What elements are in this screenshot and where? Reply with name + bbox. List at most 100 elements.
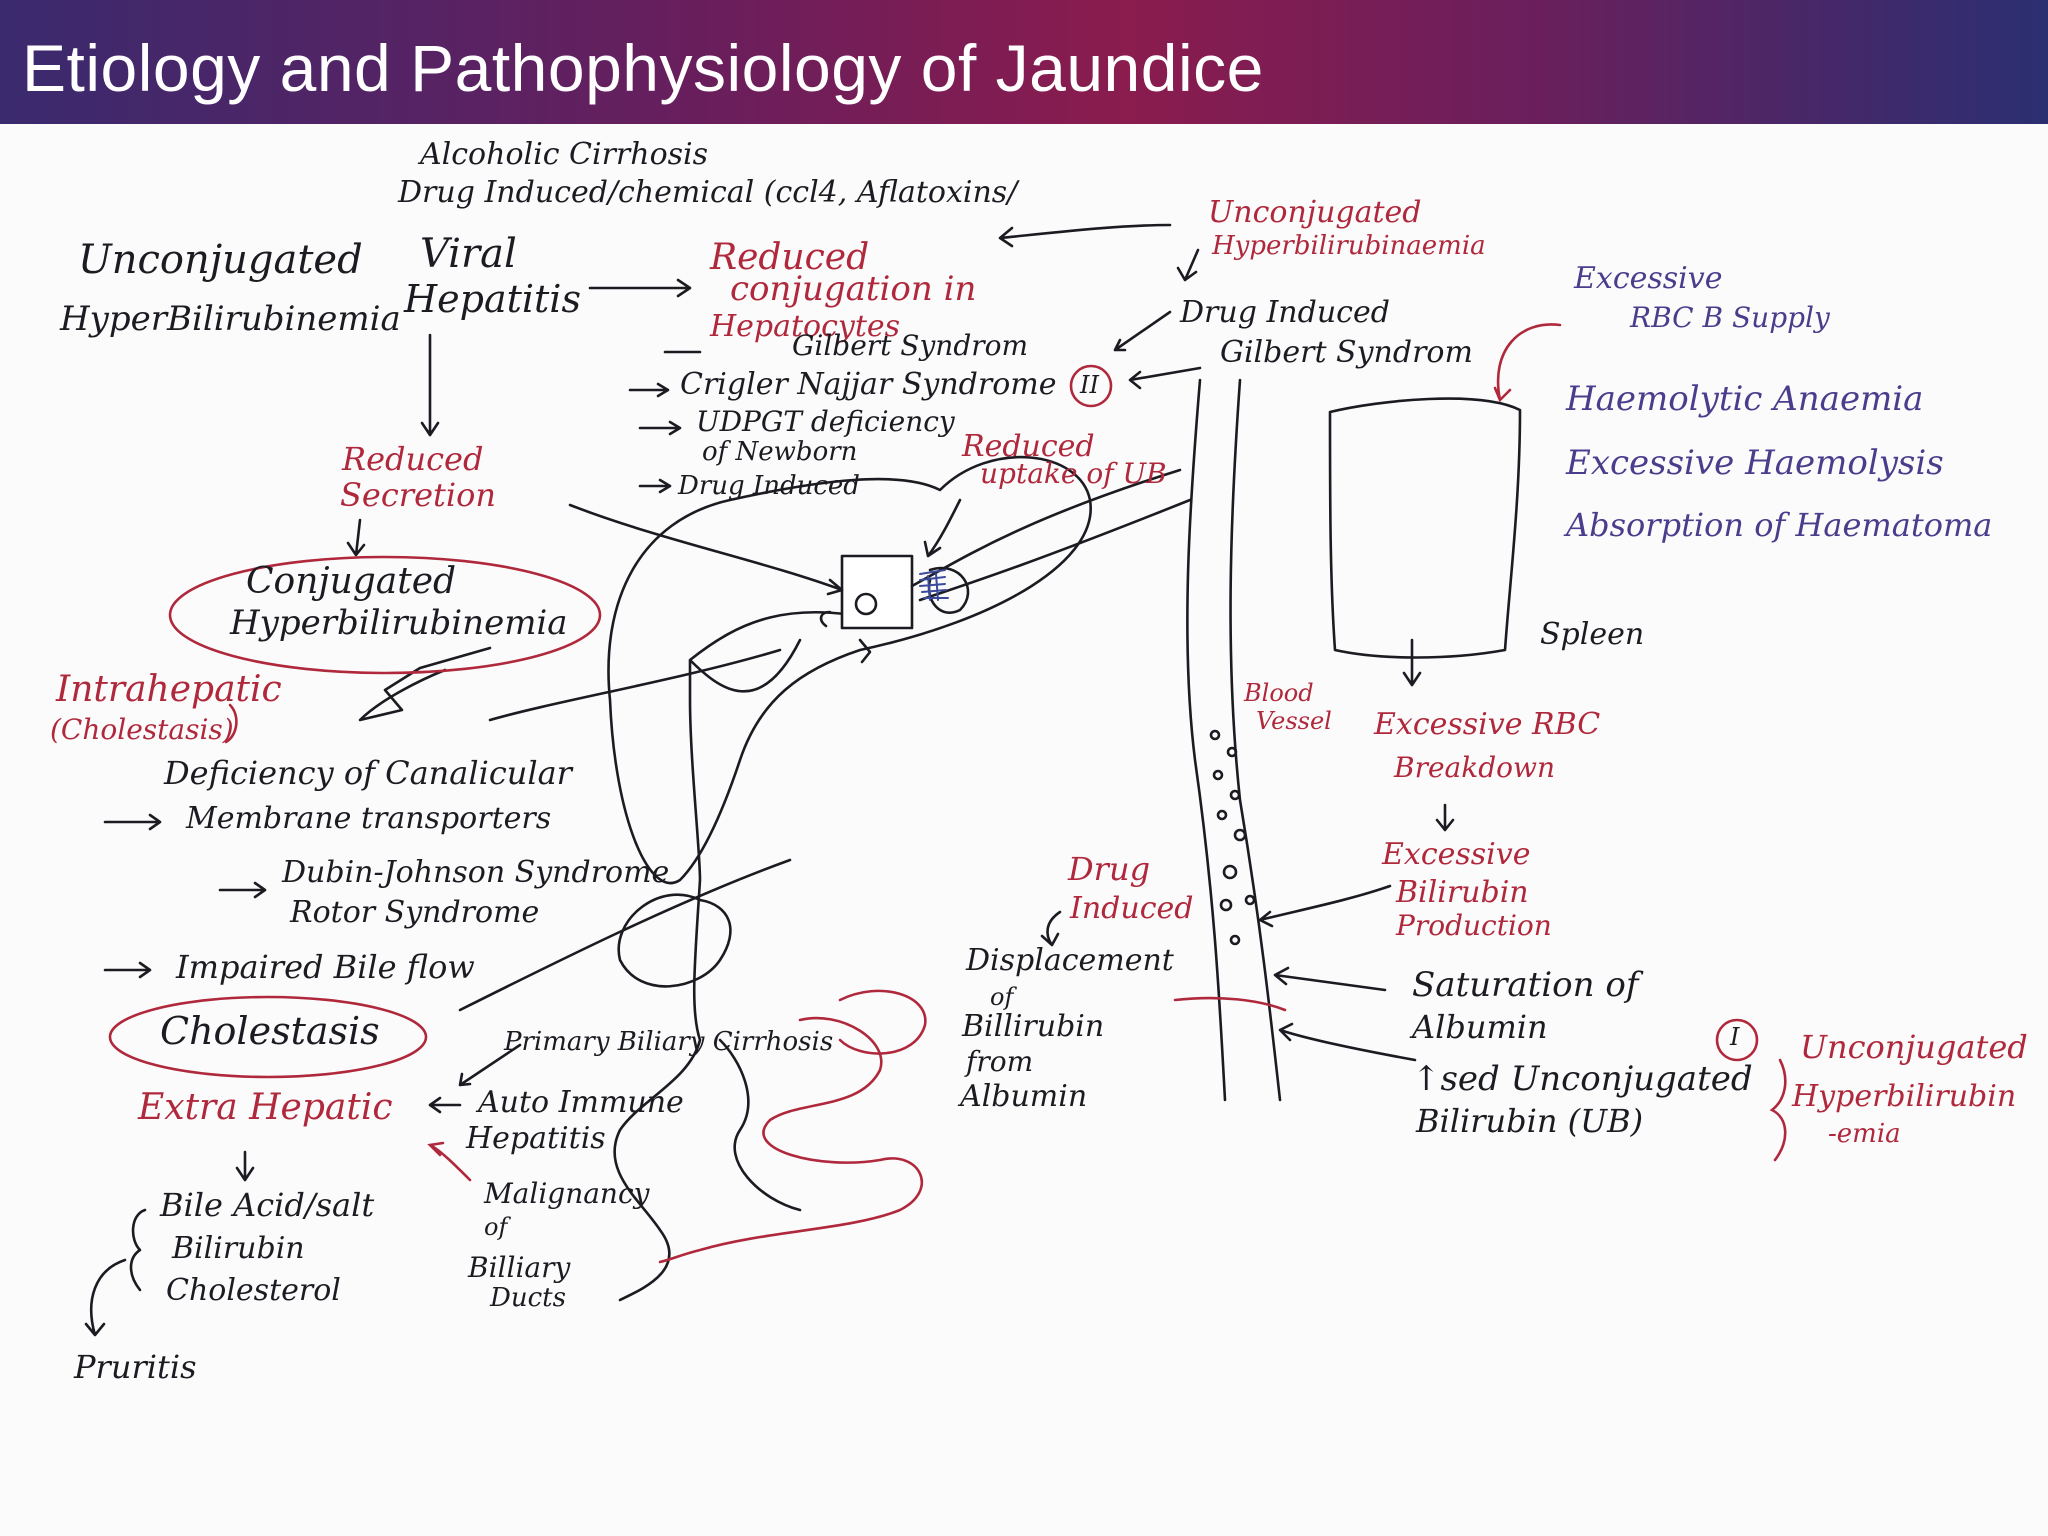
label-viral-1: Viral	[420, 231, 517, 277]
label-displacement-1: Displacement	[966, 943, 1174, 978]
arrow-conjugated-to-intra	[358, 646, 492, 722]
arrow-membrane	[103, 813, 162, 831]
diagram-sheet	[0, 124, 2048, 1536]
label-malignancy-2: of	[484, 1213, 508, 1241]
label-reduced-conj-2: conjugation in	[730, 269, 977, 309]
intrahepatic-bracket	[224, 703, 238, 744]
arrow-secretion-down	[346, 518, 366, 557]
spleen-outline	[1328, 397, 1522, 659]
arrow-drug-lower	[1040, 910, 1062, 947]
arrow-list-to-cell	[568, 503, 844, 596]
label-excess-bilirubin-2: Bilirubin	[1396, 875, 1529, 910]
arrow-viral-down	[420, 333, 440, 437]
nucleus	[854, 592, 878, 616]
arrow-extra-down	[235, 1150, 255, 1182]
label-unconj-top-right-2: Hyperbilirubinaemia	[1212, 231, 1486, 261]
label-bilirubin: Bilirubin	[172, 1231, 305, 1266]
label-dubin-johnson: Dubin-Johnson Syndrome	[282, 855, 670, 890]
label-membrane-transporters: Membrane transporters	[186, 801, 552, 836]
label-drug-induced-chemical: Drug Induced/chemical (ccl4, Aflatoxins/	[398, 175, 1018, 210]
label-gilbert-list: Gilbert Syndrom	[792, 329, 1029, 362]
cell-attachment	[858, 638, 872, 664]
label-reduced-conj-1: Reduced	[710, 237, 870, 278]
blood-vessel-right	[1229, 378, 1282, 1102]
label-autoimmune-1: Auto Immune	[478, 1085, 684, 1120]
label-drug-list: Drug Induced	[678, 471, 860, 501]
label-drug-lower-1: Drug	[1068, 850, 1151, 888]
label-excessive-haemolysis: Excessive Haemolysis	[1566, 443, 1944, 483]
label-udpgt-2: of Newborn	[702, 437, 858, 467]
label-marker-two: II	[1080, 371, 1099, 399]
arrow-primary-to-auto	[458, 1043, 522, 1087]
red-arrow-displacement	[1173, 996, 1287, 1012]
label-reduced-uptake-2: uptake of UB	[980, 457, 1167, 490]
label-displacement-3: Billirubin	[962, 1009, 1105, 1044]
red-arrow-malignancy	[427, 1141, 472, 1182]
label-cholesterol: Cholesterol	[166, 1273, 341, 1308]
marker-two-circle	[1069, 364, 1113, 408]
label-drug-induced-right: Drug Induced	[1180, 295, 1390, 330]
arrow-to-pruritis	[84, 1258, 127, 1337]
arrow-uptake-to-cell	[923, 498, 962, 558]
label-blood-vessel-1: Blood	[1244, 679, 1314, 707]
label-intrahepatic-2: (Cholestasis)	[50, 713, 234, 746]
rbc-3	[1212, 769, 1224, 781]
label-impaired-bile-flow: Impaired Bile flow	[176, 948, 475, 986]
label-unconj-top-right-1: Unconjugated	[1208, 195, 1422, 230]
label-malignancy-4: Ducts	[490, 1283, 566, 1313]
label-conjugated-hyper-2: Hyperbilirubinemia	[230, 603, 568, 643]
rbc-1	[1209, 729, 1221, 741]
label-malignancy-1: Malignancy	[484, 1177, 650, 1210]
bracket-red-bottom-right	[1769, 1058, 1787, 1162]
label-pruritis: Pruritis	[74, 1348, 197, 1386]
arrow-breakdown-down	[1435, 803, 1455, 832]
arrow-crigler	[628, 382, 670, 398]
arrow-down-unconj	[1176, 248, 1200, 282]
arrow-impaired-flow	[458, 858, 792, 1012]
label-reduced-conj-3: Hepatocytes	[710, 309, 901, 344]
label-unconj-bottom-right-3: -emia	[1828, 1119, 1901, 1149]
portal-vessel	[910, 468, 1192, 602]
label-spleen: Spleen	[1540, 617, 1645, 652]
arrow-gilbert-to-ii	[1128, 366, 1202, 390]
label-marker-one: I	[1730, 1023, 1740, 1051]
rbc-5	[1216, 809, 1228, 821]
arrow-autoimmune-to-extra	[428, 1096, 462, 1114]
arrow-udpgt	[638, 420, 682, 436]
label-drug-lower-2: Induced	[1070, 891, 1194, 926]
rbc-9	[1244, 894, 1256, 906]
rbc-6	[1233, 828, 1247, 842]
label-blood-vessel-2: Vessel	[1256, 707, 1332, 735]
label-saturation-2: Albumin	[1412, 1008, 1548, 1046]
label-reduced-secretion-2: Secretion	[340, 476, 496, 514]
label-excess-rbc-breakdown-1: Excessive RBC	[1374, 707, 1601, 742]
rbc-8	[1219, 898, 1233, 912]
hepatic-duct	[613, 610, 882, 1302]
label-gilbert-right: Gilbert Syndrom	[1220, 335, 1473, 370]
arrow-drug-to-ii	[1113, 310, 1172, 352]
label-malignancy-3: Billiary	[468, 1251, 571, 1284]
arrow-dubin	[218, 881, 267, 899]
label-saturation-1: Saturation of	[1412, 965, 1639, 1005]
label-udpgt-1: UDPGT deficiency	[696, 405, 955, 438]
label-displacement-5: Albumin	[960, 1079, 1088, 1114]
slide-title: Etiology and Pathophysiology of Jaundice	[22, 31, 1264, 105]
label-unconj-left-1: Unconjugated	[78, 237, 363, 283]
gall-bladder	[617, 893, 732, 988]
cholestasis-ellipse	[108, 995, 428, 1079]
blood-vessel-left	[1186, 378, 1227, 1102]
arrow-saturation-to-vessel	[1273, 966, 1387, 992]
label-excess-bilirubin-3: Production	[1396, 909, 1552, 942]
label-increased-unconj-2: Bilirubin (UB)	[1416, 1102, 1644, 1140]
hepatocyte-transporter	[919, 569, 949, 601]
label-alcoholic-cirrhosis: Alcoholic Cirrhosis	[420, 137, 709, 172]
bile-tract-red	[658, 1016, 923, 1264]
title-bar: Etiology and Pathophysiology of Jaundice	[0, 0, 2048, 124]
spleen-curve-arrow	[1493, 323, 1562, 403]
arrow-intrahepatic-to-liver	[488, 648, 782, 722]
label-displacement-4: from	[966, 1045, 1034, 1078]
rbc-2	[1226, 746, 1238, 758]
bile-brace	[129, 1208, 147, 1292]
rbc-7	[1222, 864, 1238, 880]
